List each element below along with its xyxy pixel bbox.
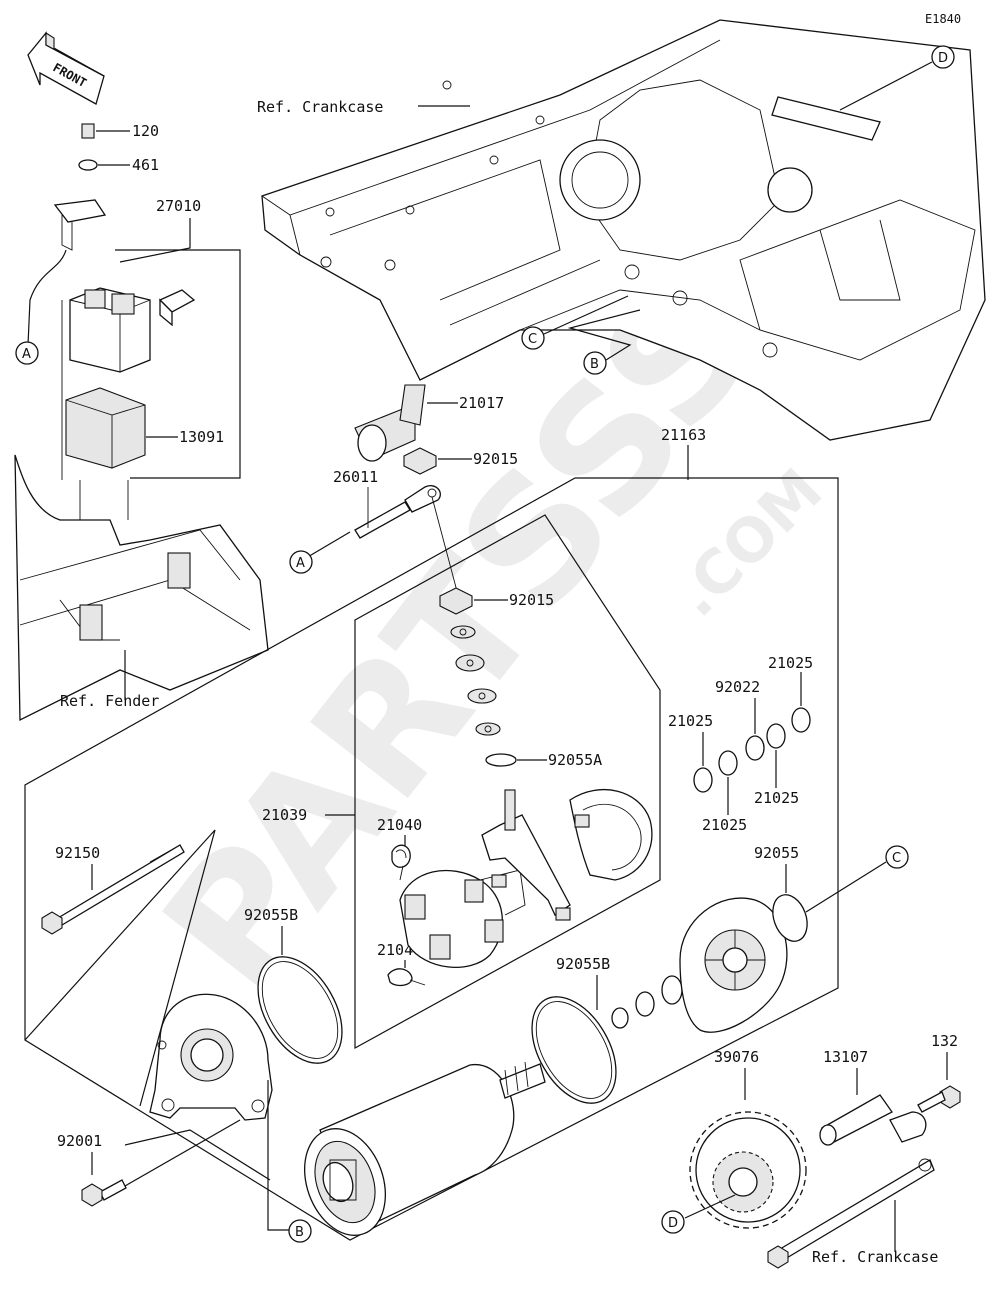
front-arrow-icon: FRONT [27,31,105,105]
washer-set-21025: 21025 92022 21025 21025 21025 [668,654,813,834]
bolt-132: 132 [917,1032,961,1113]
o-ring-92055b-left: 92055B [244,906,343,1064]
part-27010-label: 27010 [156,197,201,215]
callout-d-top: D [839,45,955,111]
part-92001-label: 92001 [57,1132,102,1150]
starter-relay-27010 [69,287,151,373]
crankcase-illustration [261,19,986,441]
brush-group-frame-21039 [354,514,661,1050]
rear-end-cover [679,897,788,1033]
gear-39076: 39076 [684,1048,807,1229]
bolt-120: 120 [81,122,159,140]
screw-92001: 92001 [57,1119,271,1207]
callout-d-bottom-letter: D [668,1216,678,1231]
callout-b-crankcase: B [567,309,641,375]
callout-a-cable: A [289,550,313,574]
part-21025-b-label: 21025 [668,712,713,730]
nut-92015-top: 92015 [403,447,518,475]
nut-92015-mid: 92015 [439,587,554,615]
front-cover [149,993,273,1121]
fuse [158,289,196,327]
idler-shaft-bracket [767,1111,935,1269]
shaft-13107: 13107 [819,1048,893,1146]
part-132-label: 132 [931,1032,958,1050]
part-92055a-label: 92055A [548,751,602,769]
part-39076-label: 39076 [714,1048,759,1066]
part-21025-d-label: 21025 [702,816,747,834]
part-21039-label: 21039 [262,806,307,824]
part-13091-label: 13091 [179,428,224,446]
brush-spring-21040-top: 21040 [377,816,422,881]
part-92150-label: 92150 [55,844,100,862]
brush-cover [569,788,653,881]
brush-spring-21040-bottom: 21040 [377,941,426,987]
diagram-id: E1840 [925,12,961,26]
part-21040-top-label: 21040 [377,816,422,834]
brush-plate [399,869,526,968]
washer-461: 461 [78,156,159,174]
callout-b-crankcase-letter: B [590,357,599,372]
relay-bracket [53,199,107,223]
assembly-frame-21163 [24,477,839,1241]
o-ring-92055: 92055 [754,844,887,942]
part-120-label: 120 [132,122,159,140]
part-461-label: 461 [132,156,159,174]
part-92015-top-label: 92015 [473,450,518,468]
callout-a-left: A [15,341,39,365]
part-26011-label: 26011 [333,468,378,486]
callout-a-cable-letter: A [296,556,305,571]
callout-d-bottom: D [661,1210,685,1234]
fender-illustration [14,454,269,722]
brush-lead [481,789,571,921]
callout-c-right: C [885,845,909,869]
ref-crankcase-bottom-label: Ref. Crankcase [812,1248,938,1266]
ref-fender-label: Ref. Fender [60,692,159,710]
callout-d-top-letter: D [938,51,948,66]
callout-c-right-letter: C [892,851,901,866]
end-shims [611,975,683,1029]
relay-cover-13091: 13091 [65,387,224,469]
part-21025-c-label: 21025 [754,789,799,807]
part-21163-label: 21163 [661,426,706,444]
cable-26011: 26011 [305,468,441,559]
callout-b-bottom: B [288,1219,312,1243]
callout-c-crankcase: C [521,295,629,350]
part-13107-label: 13107 [823,1048,868,1066]
callout-c-crankcase-letter: C [528,332,537,347]
starter-motor-body [303,1061,546,1236]
part-21025-a-label: 21025 [768,654,813,672]
callout-a-left-letter: A [22,347,31,362]
part-92055b-left-label: 92055B [244,906,298,924]
terminal-cap-21017: 21017 [354,384,504,462]
wire-a [27,249,67,346]
through-bolt-92150: 92150 [24,829,216,1107]
ref-crankcase-top-label: Ref. Crankcase [257,98,383,116]
o-ring-92055a: 92055A [485,751,602,769]
insulator-washers [450,625,501,736]
part-92055b-mid-label: 92055B [556,955,610,973]
part-21017-label: 21017 [459,394,504,412]
part-92055-label: 92055 [754,844,799,862]
part-92022-label: 92022 [715,678,760,696]
o-ring-92055b-mid: 92055B [531,955,617,1104]
callout-b-bottom-letter: B [295,1225,304,1240]
part-92015-mid-label: 92015 [509,591,554,609]
